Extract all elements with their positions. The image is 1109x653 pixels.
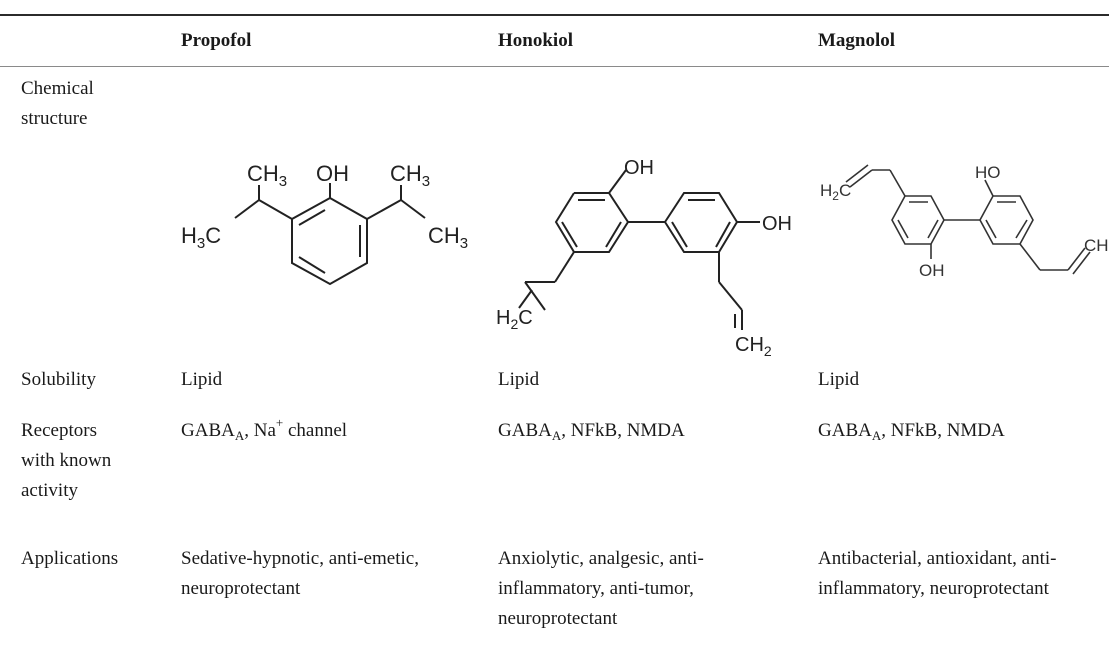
magnolol-solubility: Lipid (818, 369, 860, 390)
row-label-line: with known (21, 450, 112, 471)
applications-line: inflammatory, neuroprotectant (818, 578, 1049, 599)
propofol-h3c-label: H3C (181, 223, 221, 252)
row-label-line: Receptors (21, 420, 97, 441)
header-propofol: Propofol (181, 30, 252, 51)
honokiol-bonds (518, 169, 760, 330)
propofol-ch3-label: CH3 (247, 161, 287, 190)
row-label-solubility: Solubility (21, 369, 96, 390)
magnolol-ho-label: HO (975, 163, 1001, 182)
row-label-receptors: Receptors with known activity (21, 416, 111, 506)
honokiol-applications: Anxiolytic, analgesic, anti- inflammator… (498, 544, 704, 634)
header-magnolol: Magnolol (818, 30, 896, 51)
table-header-rule (0, 66, 1109, 67)
applications-line: inflammatory, anti-tumor, (498, 578, 694, 599)
applications-line: neuroprotectant (498, 608, 618, 629)
propofol-receptors: GABAA, Na+ channel (181, 415, 348, 443)
propofol-bonds (234, 183, 426, 286)
magnolol-h2c-label: H2C (820, 181, 851, 203)
row-label-applications: Applications (21, 548, 119, 569)
applications-line: Sedative-hypnotic, anti-emetic, (181, 548, 419, 569)
honokiol-receptors: GABAA, NFkB, NMDA (498, 420, 685, 443)
magnolol-bonds (845, 164, 1091, 275)
applications-line: neuroprotectant (181, 578, 301, 599)
propofol-structure-image: CH3 OH CH3 H3C CH3 (181, 161, 468, 286)
honokiol-ch2-label: CH2 (735, 334, 772, 359)
propofol-solubility: Lipid (181, 369, 223, 390)
honokiol-structure-image: OH OH H2C CH2 (496, 157, 792, 359)
honokiol-h2c-label: H2C (496, 307, 533, 332)
propofol-oh-label: OH (316, 161, 349, 186)
magnolol-structure-image: H2C HO OH CH (820, 163, 1109, 280)
propofol-ch3-label: CH3 (390, 161, 430, 190)
row-label-chemical-structure: Chemical structure (21, 74, 94, 134)
magnolol-ch-label: CH (1084, 236, 1109, 255)
propofol-ch3-label: CH3 (428, 223, 468, 252)
magnolol-applications: Antibacterial, antioxidant, anti- inflam… (818, 544, 1056, 604)
applications-line: Antibacterial, antioxidant, anti- (818, 548, 1057, 569)
header-honokiol: Honokiol (498, 30, 573, 51)
row-label-line: structure (21, 108, 88, 129)
applications-line: Anxiolytic, analgesic, anti- (498, 548, 704, 569)
row-label-line: Chemical (21, 78, 94, 99)
honokiol-solubility: Lipid (498, 369, 540, 390)
honokiol-oh-label: OH (624, 157, 654, 179)
table-top-rule (0, 14, 1109, 16)
propofol-applications: Sedative-hypnotic, anti-emetic, neuropro… (181, 544, 419, 604)
magnolol-oh-label: OH (919, 261, 945, 280)
honokiol-oh-label: OH (762, 213, 792, 235)
row-label-line: activity (21, 480, 78, 501)
magnolol-receptors: GABAA, NFkB, NMDA (818, 420, 1005, 443)
